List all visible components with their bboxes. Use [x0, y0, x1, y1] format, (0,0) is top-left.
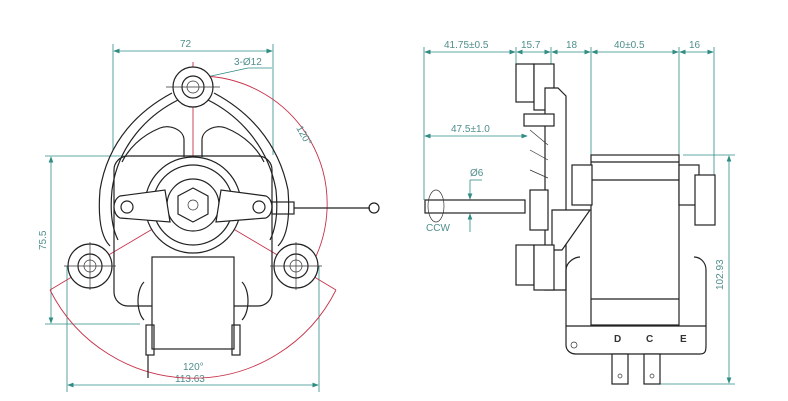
- dim-holes: 3-Ø12: [201, 57, 272, 79]
- dim-40-label: 40±0.5: [614, 40, 645, 51]
- side-view: 41.75±0.5 15.7 18 40±0.5 16 47.5±1.0 Ø6 …: [423, 40, 735, 385]
- dim-height-right: 102.93: [660, 154, 735, 385]
- dim-18-label: 18: [566, 40, 578, 51]
- stator-coil: [137, 256, 249, 378]
- terminal-e: E: [680, 334, 687, 345]
- terminal-block: D C E: [611, 334, 687, 385]
- mount-hole-right: [270, 242, 322, 290]
- mount-hole-top: [166, 66, 220, 108]
- dim-16-label: 16: [689, 40, 701, 51]
- front-view: 72 3-Ø12 75.5 113.63: [38, 39, 380, 392]
- side-bracket: [515, 63, 592, 291]
- dim-15-7-label: 15.7: [521, 40, 541, 51]
- dim-shaft-dia: Ø6: [467, 168, 484, 232]
- mount-hole-left: [64, 242, 116, 290]
- dim-holes-label: 3-Ø12: [234, 57, 262, 68]
- motor-shaft: CCW: [424, 189, 526, 234]
- dim-72-label: 72: [180, 39, 192, 50]
- dim-6-label: Ø6: [470, 168, 484, 179]
- terminal-c: C: [646, 334, 653, 345]
- dim-chain-top: 41.75±0.5 15.7 18 40±0.5 16: [423, 40, 715, 200]
- motor-hub: [113, 156, 380, 254]
- side-stator: [565, 154, 716, 355]
- dim-113-label: 113.63: [175, 374, 205, 385]
- dim-height-left: 75.5: [38, 155, 140, 325]
- angle-120-right: 120°: [293, 124, 313, 147]
- dim-width-bottom: 113.63: [66, 266, 320, 392]
- dim-47-5-label: 47.5±1.0: [451, 124, 490, 135]
- dim-width-top: 72: [112, 39, 274, 155]
- dim-shaft-to-bracket: 47.5±1.0: [424, 124, 528, 139]
- dim-75-5-label: 75.5: [38, 230, 49, 250]
- dim-102-93-label: 102.93: [715, 259, 726, 290]
- angle-120-bottom: 120°: [183, 362, 204, 373]
- motor-bracket: [98, 92, 290, 307]
- terminal-d: D: [614, 334, 621, 345]
- dim-41-75-label: 41.75±0.5: [444, 40, 489, 51]
- rotation-label: CCW: [426, 223, 450, 234]
